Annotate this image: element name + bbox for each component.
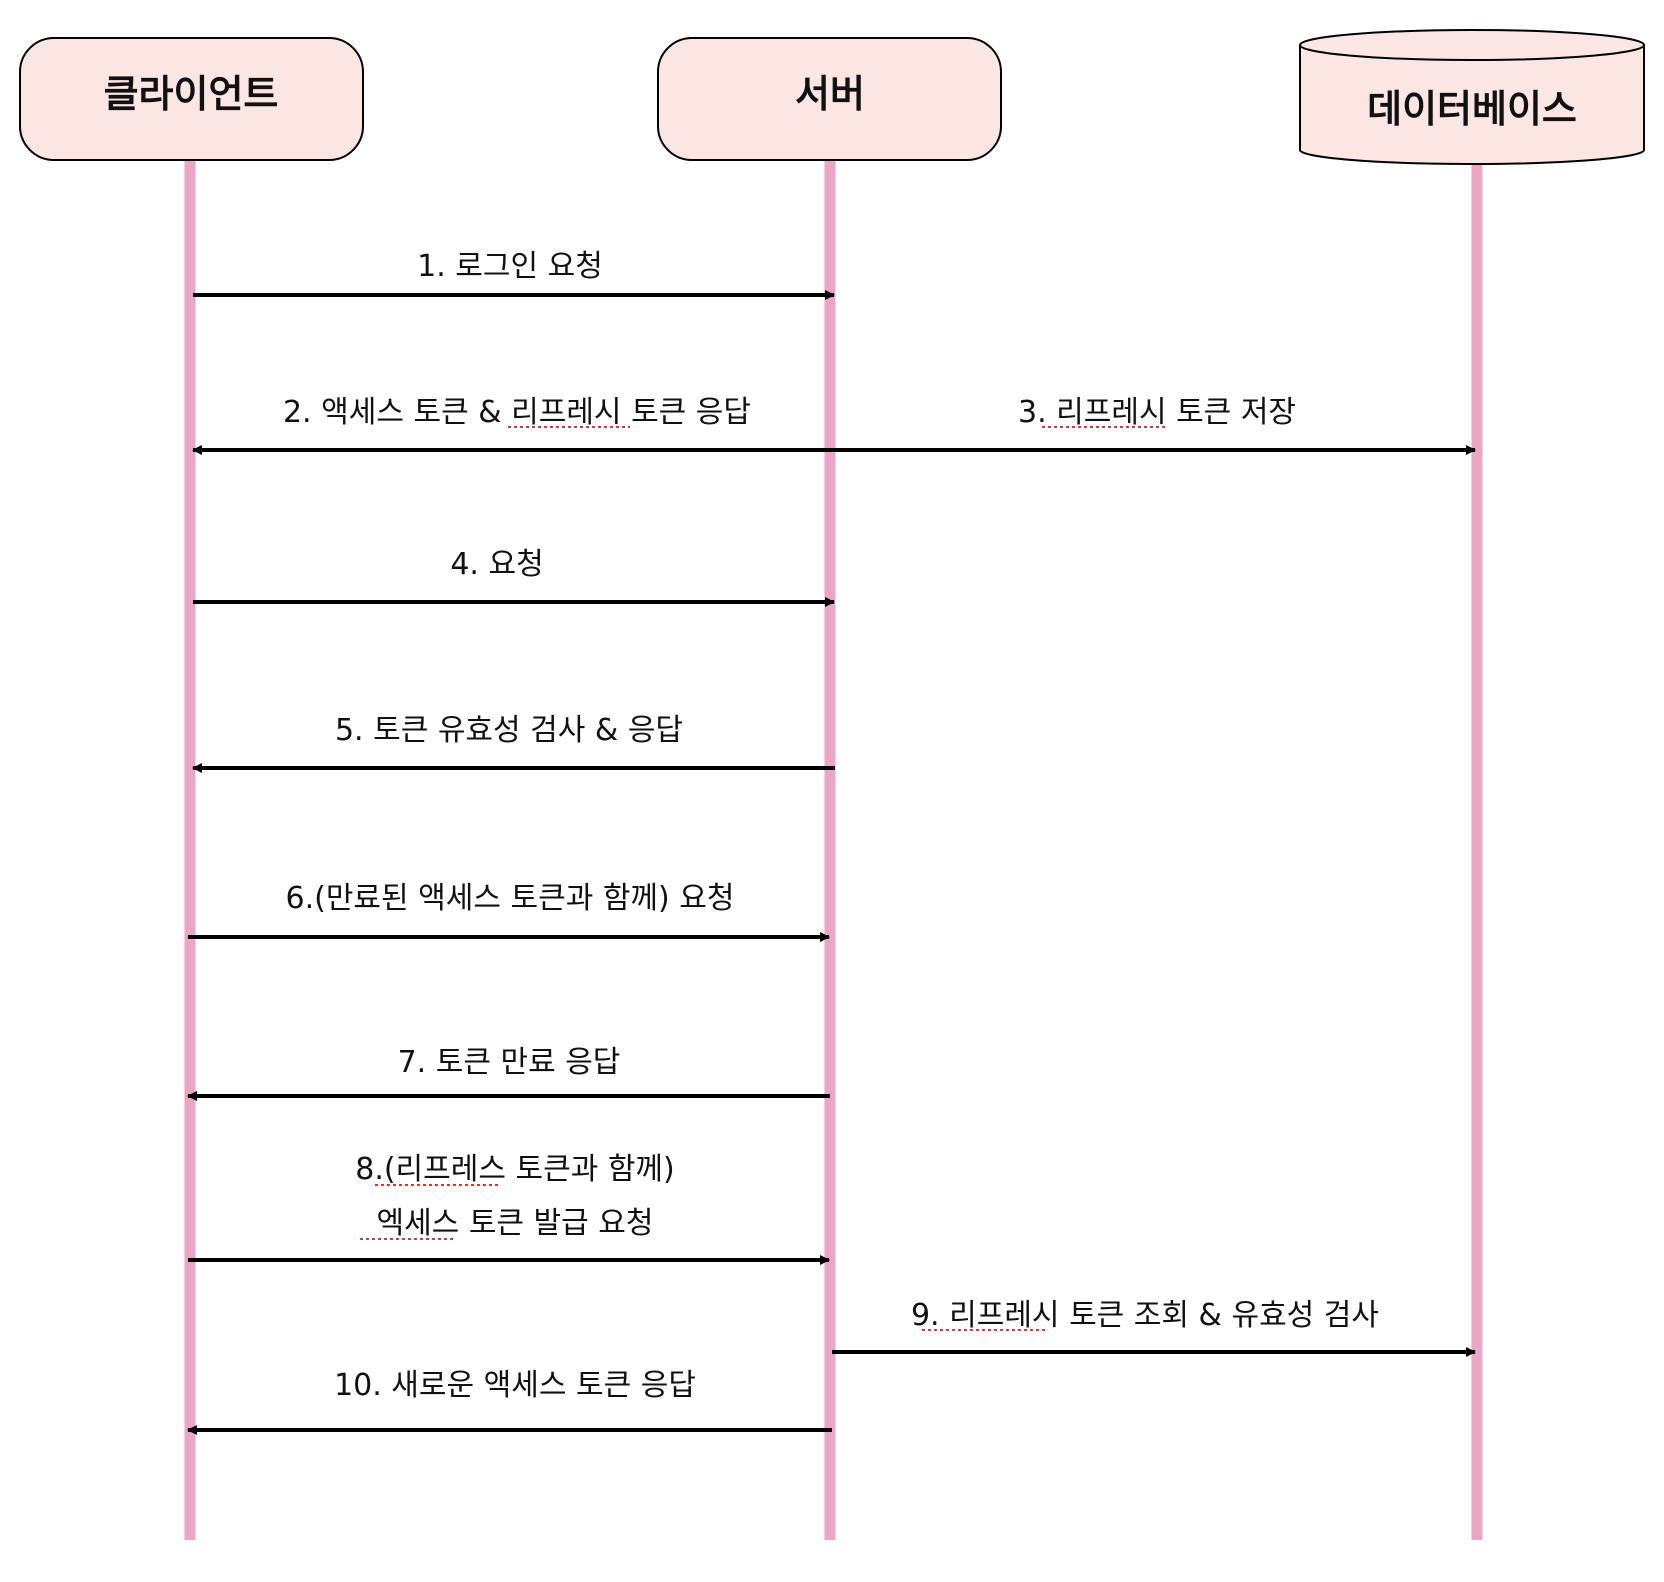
client-box [19, 37, 364, 161]
client-actor: 클라이언트 [19, 37, 364, 161]
message-8: 8.(리프레스 토큰과 함께) 엑세스 토큰 발급 요청 [188, 1152, 830, 1265]
database-label: 데이터베이스 [1367, 87, 1577, 131]
database-actor: 데이터베이스 [1299, 29, 1645, 165]
server-box [657, 37, 1002, 161]
message-3: 3. 리프레시 토큰 저장 [835, 395, 1476, 455]
message-6: 6.(만료된 액세스 토큰과 함께) 요청 [188, 881, 830, 942]
message-2: 2. 액세스 토큰 & 리프레시 토큰 응답 [192, 395, 835, 455]
message-1: 1. 로그인 요청 [193, 249, 835, 300]
message-7-label: 7. 토큰 만료 응답 [398, 1045, 621, 1080]
message-7: 7. 토큰 만료 응답 [187, 1045, 830, 1101]
message-3-label: 3. 리프레시 토큰 저장 [1018, 395, 1296, 430]
message-5: 5. 토큰 유효성 검사 & 응답 [192, 713, 835, 773]
message-6-label: 6.(만료된 액세스 토큰과 함께) 요청 [286, 881, 735, 916]
message-8-label-line-2: 엑세스 토큰 발급 요청 [376, 1206, 653, 1241]
database-cylinder-body [1299, 45, 1645, 165]
message-9: 9. 리프레시 토큰 조회 & 유효성 검사 [832, 1298, 1476, 1357]
server-actor: 서버 [657, 37, 1002, 161]
message-4-label: 4. 요청 [450, 547, 543, 582]
message-8-label-line-1: 8.(리프레스 토큰과 함께) [355, 1152, 675, 1187]
message-4: 4. 요청 [193, 547, 835, 607]
message-10-label: 10. 새로운 액세스 토큰 응답 [334, 1368, 696, 1403]
message-10: 10. 새로운 액세스 토큰 응답 [187, 1368, 832, 1435]
message-2-label: 2. 액세스 토큰 & 리프레시 토큰 응답 [283, 395, 751, 430]
message-5-label: 5. 토큰 유효성 검사 & 응답 [335, 713, 683, 748]
server-label: 서버 [795, 72, 865, 116]
message-9-label: 9. 리프레시 토큰 조회 & 유효성 검사 [911, 1298, 1379, 1333]
database-cylinder-top [1299, 29, 1645, 61]
client-label: 클라이언트 [104, 72, 279, 116]
message-1-label: 1. 로그인 요청 [417, 249, 603, 284]
